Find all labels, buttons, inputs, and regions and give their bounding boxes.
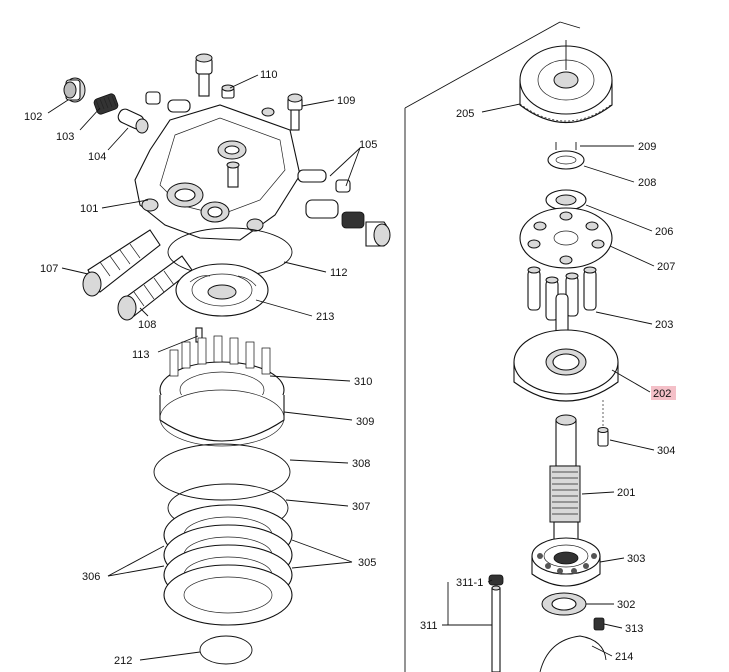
callout-309: 309 xyxy=(356,416,374,428)
callout-207: 207 xyxy=(657,261,675,273)
callout-304: 304 xyxy=(657,445,675,457)
callout-214: 214 xyxy=(615,651,633,663)
callout-113: 113 xyxy=(132,349,150,361)
part-308-o-ring xyxy=(153,443,291,501)
part-213-valve-plate xyxy=(175,263,269,317)
callout-308: 308 xyxy=(352,458,370,470)
callout-201: 201 xyxy=(617,487,635,499)
part-101-valve-housing xyxy=(134,104,301,241)
part-104-poppet xyxy=(117,108,149,134)
part-207-retainer-plate xyxy=(519,207,613,269)
callout-102: 102 xyxy=(24,111,42,123)
callout-112: 112 xyxy=(330,267,348,279)
callout-103: 103 xyxy=(56,131,74,143)
callout-108: 108 xyxy=(138,319,156,331)
callout-205: 205 xyxy=(456,108,474,120)
part-304-pin xyxy=(597,400,609,447)
part-109-bolt xyxy=(287,93,303,131)
part-201-shaft xyxy=(549,414,581,545)
callout-109: 109 xyxy=(337,95,355,107)
callout-labels: 102 103 104 110 109 105 101 107 108 112 … xyxy=(24,69,676,667)
part-206-spherical-bushing xyxy=(545,189,587,211)
part-311-rod xyxy=(491,585,501,672)
callout-310: 310 xyxy=(354,376,372,388)
part-107-relief-valve xyxy=(82,229,161,297)
callout-313: 313 xyxy=(625,623,643,635)
part-202-swash-plate xyxy=(513,329,619,402)
callout-206: 206 xyxy=(655,226,673,238)
highlight-202 xyxy=(651,386,676,400)
part-102-plug xyxy=(63,77,86,103)
part-311-1-cap xyxy=(488,574,504,586)
callout-208: 208 xyxy=(638,177,656,189)
part-209-pin xyxy=(555,142,577,150)
callout-305: 305 xyxy=(358,557,376,569)
right-assembly-frame xyxy=(404,21,581,672)
leader-lines xyxy=(47,74,655,661)
callout-303: 303 xyxy=(627,553,645,565)
callout-307: 307 xyxy=(352,501,370,513)
top-bolt xyxy=(195,53,213,97)
part-208-ring xyxy=(547,150,585,170)
part-105-plugs xyxy=(297,169,391,247)
callout-302: 302 xyxy=(617,599,635,611)
part-110-plug xyxy=(221,84,235,99)
part-205-cylinder-gear xyxy=(519,40,613,123)
callout-104: 104 xyxy=(88,151,106,163)
part-309-brake-piston xyxy=(159,389,285,447)
callout-101: 101 xyxy=(80,203,98,215)
part-302-collar xyxy=(541,592,587,616)
part-214-ring xyxy=(539,635,607,672)
callout-203: 203 xyxy=(655,319,673,331)
callout-213: 213 xyxy=(316,311,334,323)
callout-212: 212 xyxy=(114,655,132,667)
callout-202: 202 xyxy=(653,388,671,400)
callout-311-1: 311-1 xyxy=(456,577,483,589)
callout-107: 107 xyxy=(40,263,58,275)
valve-seats xyxy=(145,91,191,113)
part-313-plug xyxy=(593,617,605,631)
part-103-spring xyxy=(93,93,119,115)
part-303-bearing xyxy=(531,537,601,587)
callout-110: 110 xyxy=(260,69,278,81)
callout-105: 105 xyxy=(359,139,377,151)
part-305-306-friction-plates xyxy=(163,504,293,626)
part-212-snap-ring xyxy=(199,635,253,665)
part-203-pistons xyxy=(527,266,597,335)
callout-209: 209 xyxy=(638,141,656,153)
callout-311: 311 xyxy=(420,620,438,632)
callout-306: 306 xyxy=(82,571,100,583)
